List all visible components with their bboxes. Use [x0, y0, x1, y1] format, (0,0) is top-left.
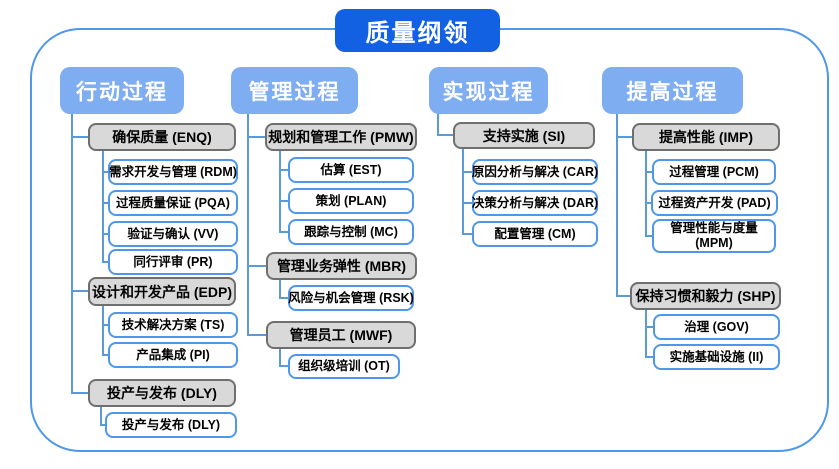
connector-line — [102, 151, 104, 263]
connector-line — [279, 365, 288, 367]
connector-line — [100, 424, 105, 426]
node-rsk: 风险与机会管理 (RSK) — [288, 285, 414, 311]
connector-line — [616, 295, 630, 297]
node-plan: 策划 (PLAN) — [288, 188, 414, 214]
node-ii: 实施基础设施 (II) — [653, 344, 780, 370]
connector-line — [279, 231, 288, 233]
node-pr: 同行评审 (PR) — [108, 249, 238, 275]
node-ot: 组织级培训 (OT) — [288, 354, 400, 379]
connector-line — [279, 349, 281, 367]
node-pmw: 规划和管理工作 (PMW) — [265, 123, 417, 151]
connector-line — [645, 151, 647, 237]
connector-line — [462, 149, 464, 235]
node-ts: 技术解决方案 (TS) — [108, 312, 238, 338]
node-est: 估算 (EST) — [288, 157, 414, 183]
node-vv: 验证与确认 (VV) — [108, 221, 238, 247]
diagram-title: 质量纲领 — [335, 9, 500, 52]
connector-line — [437, 134, 453, 136]
node-mbr: 管理业务弹性 (MBR) — [266, 252, 417, 280]
connector-line — [247, 136, 265, 138]
node-gov: 治理 (GOV) — [653, 314, 780, 340]
node-car: 原因分析与解决 (CAR) — [472, 159, 598, 185]
connector-line — [616, 114, 618, 297]
connector-line — [645, 326, 653, 328]
connector-line — [71, 392, 88, 394]
connector-line — [645, 171, 652, 173]
connector-line — [71, 113, 73, 394]
connector-line — [462, 171, 472, 173]
column-header-implementation-process: 实现过程 — [429, 67, 548, 114]
node-imp: 提高性能 (IMP) — [632, 123, 780, 151]
connector-line — [100, 407, 102, 426]
node-pcm: 过程管理 (PCM) — [652, 159, 776, 185]
connector-line — [645, 356, 653, 358]
node-shp: 保持习惯和毅力 (SHP) — [630, 282, 781, 310]
node-dly-child: 投产与发布 (DLY) — [105, 412, 237, 438]
connector-line — [71, 136, 88, 138]
connector-line — [102, 233, 108, 235]
node-mwf: 管理员工 (MWF) — [266, 321, 416, 349]
node-rdm: 需求开发与管理 (RDM) — [108, 159, 238, 185]
connector-line — [102, 324, 108, 326]
connector-line — [247, 114, 249, 336]
node-pad: 过程资产开发 (PAD) — [651, 190, 778, 216]
column-header-management-process: 管理过程 — [231, 67, 358, 114]
connector-line — [645, 235, 652, 237]
connector-line — [102, 354, 108, 356]
connector-line — [279, 169, 288, 171]
node-enq: 确保质量 (ENQ) — [88, 123, 236, 151]
node-mpm: 管理性能与度量 (MPM) — [652, 219, 776, 253]
column-header-action-process: 行动过程 — [60, 67, 184, 114]
node-pi: 产品集成 (PI) — [108, 342, 238, 368]
connector-line — [102, 202, 108, 204]
connector-line — [102, 306, 104, 356]
connector-line — [71, 290, 88, 292]
column-header-improvement-process: 提高过程 — [602, 67, 743, 114]
connector-line — [462, 233, 472, 235]
connector-line — [645, 202, 651, 204]
node-dar: 决策分析与解决 (DAR) — [472, 190, 598, 216]
connector-line — [102, 171, 108, 173]
connector-line — [437, 114, 439, 136]
connector-line — [462, 202, 472, 204]
node-cm: 配置管理 (CM) — [472, 221, 598, 247]
node-mc: 跟踪与控制 (MC) — [288, 219, 414, 245]
node-dly: 投产与发布 (DLY) — [88, 379, 236, 407]
node-si: 支持实施 (SI) — [453, 122, 595, 149]
connector-line — [279, 151, 281, 232]
connector-line — [645, 310, 647, 358]
node-edp: 设计和开发产品 (EDP) — [88, 277, 236, 306]
connector-line — [247, 334, 266, 336]
connector-line — [279, 280, 281, 299]
connector-line — [102, 261, 108, 263]
connector-line — [247, 265, 266, 267]
connector-line — [279, 297, 288, 299]
connector-line — [279, 200, 288, 202]
node-pqa: 过程质量保证 (PQA) — [108, 190, 238, 216]
connector-line — [616, 136, 632, 138]
